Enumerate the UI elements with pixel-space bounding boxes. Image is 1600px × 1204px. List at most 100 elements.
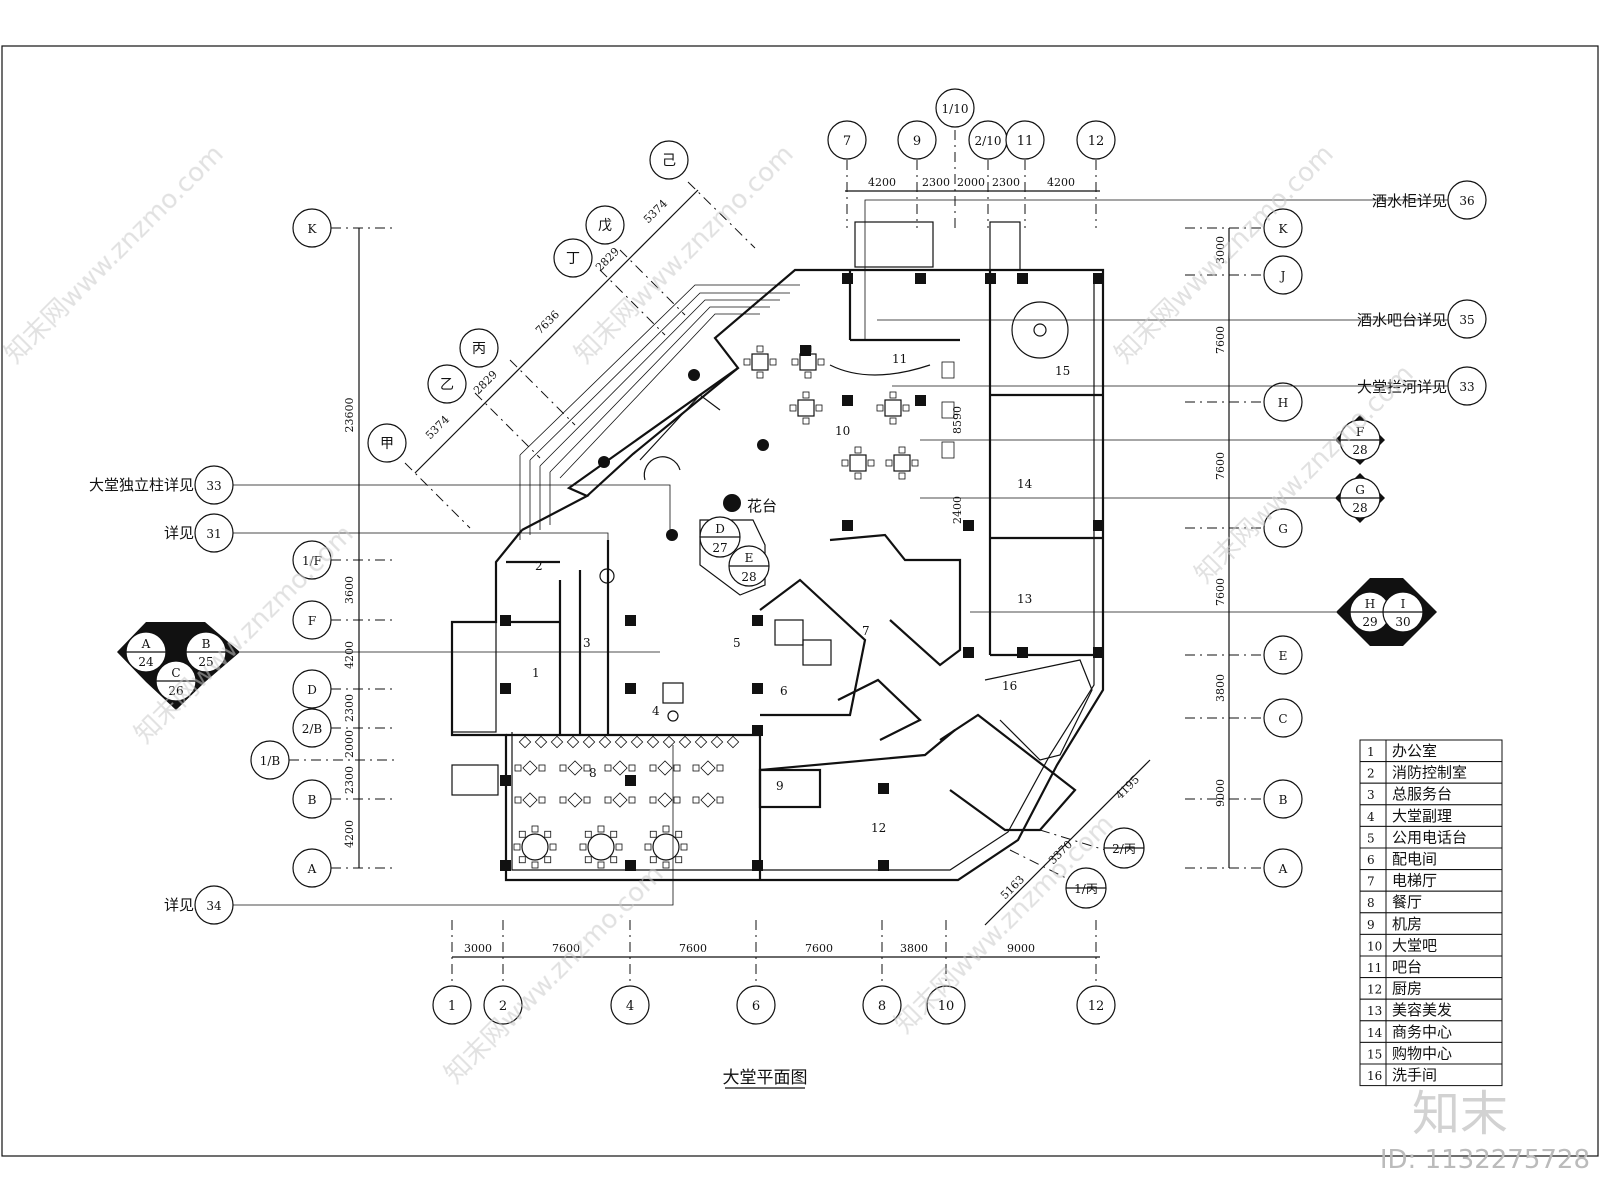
chair: [614, 735, 628, 749]
legend-num: 5: [1367, 831, 1375, 845]
table-small: [612, 760, 628, 776]
watermark-text-6: 知末网www.znzmo.com: [439, 859, 670, 1090]
grid-bottom-12: 12: [1088, 999, 1105, 1014]
legend-room-name: 大堂吧: [1392, 936, 1437, 954]
grid-diag-yi: 乙: [440, 377, 454, 393]
dim-diag-1: 5374: [423, 413, 452, 442]
chair: [692, 764, 700, 772]
legend-num: 13: [1367, 1004, 1382, 1018]
grid-right-c: C: [1278, 712, 1287, 726]
chair: [756, 345, 764, 353]
chair: [649, 796, 657, 804]
section-b-num: 25: [198, 655, 213, 669]
display-rotunda: [1011, 301, 1069, 359]
chair: [716, 764, 724, 772]
callouts-right: 酒水柜详见 36 酒水吧台详见 35 大堂拦河详见 33: [864, 180, 1487, 406]
legend-room-name: 商务中心: [1392, 1023, 1452, 1041]
chair: [673, 764, 681, 772]
grid-corner-1-bing: 1/丙: [1074, 882, 1098, 896]
table-small: [567, 792, 583, 808]
chair: [604, 764, 612, 772]
callout-right-num-3: 33: [1459, 380, 1474, 394]
dim-bottom-6: 9000: [1007, 942, 1035, 955]
chair: [804, 345, 812, 353]
chair: [649, 856, 657, 864]
chair: [582, 735, 596, 749]
room-5: 5: [733, 636, 741, 650]
round-table: [587, 833, 615, 861]
table-small: [522, 792, 538, 808]
room-7: 7: [862, 624, 870, 638]
bar-table: [751, 353, 769, 371]
chair: [802, 391, 810, 399]
chair: [549, 843, 557, 851]
table-small: [700, 760, 716, 776]
grid-left-a: A: [307, 862, 317, 876]
chair: [791, 358, 799, 366]
table-small: [567, 760, 583, 776]
chair: [726, 735, 740, 749]
dim-left-6: 4200: [343, 820, 356, 848]
chair: [756, 371, 764, 379]
room-10: 10: [835, 424, 850, 438]
chair: [815, 404, 823, 412]
legend-room-name: 餐厅: [1392, 893, 1422, 911]
table-small: [700, 792, 716, 808]
legend-num: 14: [1367, 1026, 1383, 1040]
dim-right-4: 7600: [1214, 578, 1227, 606]
chair: [889, 391, 897, 399]
grid-top-12: 12: [1088, 134, 1105, 149]
dim-left-2: 4200: [343, 641, 356, 669]
watermark-text-1: 知末网www.znzmo.com: [0, 139, 230, 370]
chair: [559, 764, 567, 772]
legend-num: 6: [1367, 853, 1375, 867]
grid-left-1f: 1/F: [302, 554, 322, 568]
chair: [584, 830, 592, 838]
grid-left-1b: 1/B: [260, 754, 281, 768]
chair: [902, 404, 910, 412]
chair: [579, 843, 587, 851]
section-h: H: [1365, 597, 1375, 611]
chair: [649, 830, 657, 838]
chair: [583, 796, 591, 804]
grid-right: K J H G E C B A 3000 7600 7600 7600 3800…: [1185, 208, 1303, 888]
sheet-border: [1, 45, 1599, 1157]
chair: [610, 856, 618, 864]
chair: [628, 796, 636, 804]
chair: [911, 459, 919, 467]
grid-diag-ji: 己: [662, 153, 676, 169]
chair: [692, 796, 700, 804]
manager-desk: [662, 682, 684, 704]
grid-top-7: 7: [843, 134, 851, 149]
chair: [538, 796, 546, 804]
building-walls: [450, 221, 1105, 882]
room-4: 4: [652, 704, 660, 718]
round-table: [652, 833, 680, 861]
chair: [898, 446, 906, 454]
booth-seat: [941, 401, 955, 419]
callout-left-num-1: 33: [206, 479, 221, 493]
chair: [630, 735, 644, 749]
chair: [716, 796, 724, 804]
room-12: 12: [871, 821, 886, 835]
chair: [898, 472, 906, 480]
room-9: 9: [776, 779, 784, 793]
grid-right-a: A: [1278, 862, 1288, 876]
chair: [550, 735, 564, 749]
chair: [673, 796, 681, 804]
chair: [662, 735, 676, 749]
legend-num: 12: [1367, 983, 1382, 997]
room-3: 3: [583, 636, 591, 650]
room-15: 15: [1055, 364, 1070, 378]
room-11: 11: [892, 352, 907, 366]
dim-right-6: 9000: [1214, 779, 1227, 807]
section-a-num: 24: [138, 655, 154, 669]
chair: [518, 735, 532, 749]
legend-name-cell: [1385, 1063, 1503, 1087]
grid-left: K 1/F F D 2/B 1/B B A 23600 3600 4200 23…: [250, 208, 395, 888]
display-center: [1033, 323, 1047, 337]
legend-num: 9: [1367, 918, 1375, 932]
callout-left-text-1: 大堂独立柱详见: [89, 476, 194, 494]
chair: [841, 459, 849, 467]
grid-right-g: G: [1278, 522, 1288, 536]
